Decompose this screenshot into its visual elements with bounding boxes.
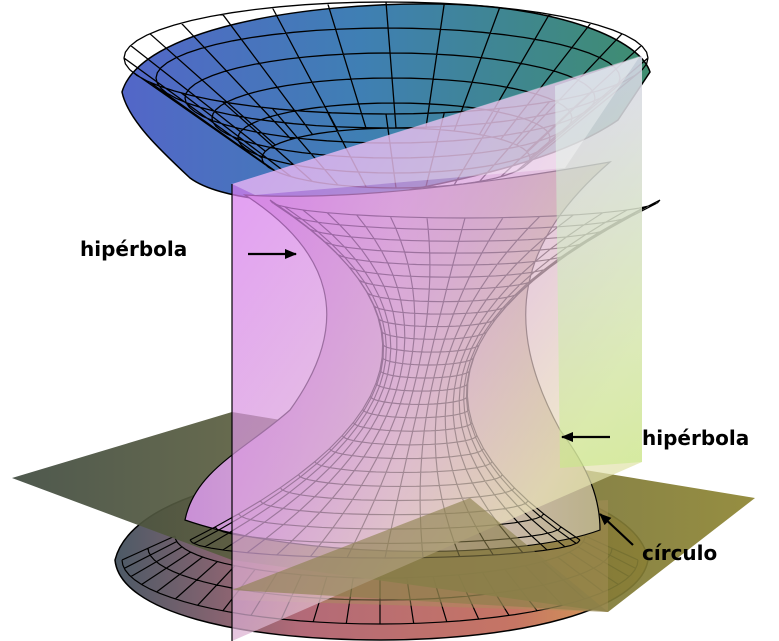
- hyperbola-label-left: hipérbola: [80, 237, 188, 261]
- hyperbola-label-right: hipérbola: [642, 426, 750, 450]
- circle-label: círculo: [642, 541, 718, 565]
- arrow-up-left-icon: [599, 513, 634, 546]
- vertical-plane: [231, 56, 642, 641]
